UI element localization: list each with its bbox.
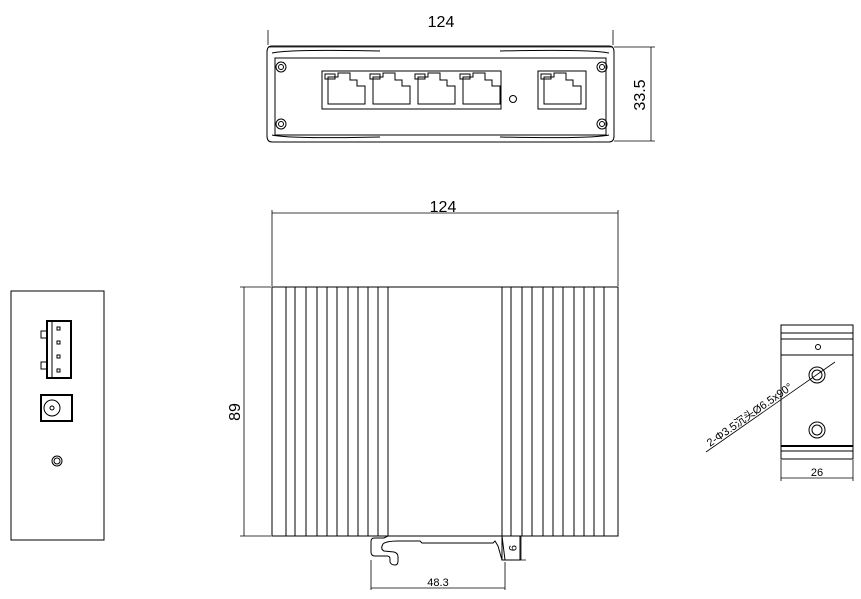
terminal-tab bbox=[40, 361, 48, 370]
front-width-dimension-line bbox=[267, 30, 614, 48]
screw-icon bbox=[275, 61, 287, 73]
screw-icon bbox=[596, 118, 608, 130]
side-view: 124 89 48.3 9 bbox=[227, 199, 619, 590]
ethernet-ports bbox=[324, 72, 582, 105]
din-width-dimension-line bbox=[370, 560, 506, 590]
screw-holes bbox=[275, 61, 608, 130]
din-rail-clip bbox=[370, 535, 506, 566]
front-bottom-ribs bbox=[271, 134, 610, 139]
front-height-dimension-line bbox=[614, 46, 655, 142]
ethernet-port-icon bbox=[417, 72, 456, 105]
din-height-dimension-line bbox=[520, 535, 526, 561]
side-height-dimension-line bbox=[240, 286, 271, 537]
ground-led bbox=[51, 455, 63, 467]
front-housing-outline bbox=[266, 45, 615, 143]
port-block-1x bbox=[537, 70, 587, 110]
port-block-4x bbox=[321, 70, 502, 110]
terminal-tab bbox=[40, 330, 48, 339]
side-height-label: 89 bbox=[227, 403, 244, 421]
countersunk-hole bbox=[808, 421, 826, 439]
heatsink-fins bbox=[285, 287, 605, 536]
side-length-label: 124 bbox=[430, 199, 457, 216]
rear-width-dimension-line bbox=[780, 460, 854, 481]
ethernet-port-icon bbox=[372, 72, 411, 105]
end-panel-outline bbox=[10, 290, 105, 541]
port-led bbox=[414, 73, 426, 80]
port-led bbox=[324, 73, 336, 80]
hole-leader-line bbox=[705, 361, 836, 453]
side-length-dimension-line bbox=[271, 210, 619, 286]
din-width-label: 48.3 bbox=[427, 577, 448, 589]
front-top-ribs bbox=[271, 49, 610, 54]
hole-note-label: 2-Φ3.5沉头Ø6.5x90° bbox=[704, 380, 795, 449]
side-housing-outline bbox=[271, 286, 619, 537]
front-panel bbox=[274, 57, 607, 136]
ethernet-port-icon bbox=[462, 72, 501, 105]
ethernet-port-icon bbox=[327, 72, 366, 105]
port-led bbox=[459, 73, 471, 80]
din-height-label: 9 bbox=[506, 545, 518, 551]
power-end-view bbox=[10, 290, 105, 541]
terminal-block bbox=[46, 320, 72, 379]
small-hole bbox=[815, 344, 821, 350]
front-width-label: 124 bbox=[428, 14, 455, 31]
rear-view: 2-Φ3.5沉头Ø6.5x90° 26 bbox=[704, 324, 854, 481]
led-indicator bbox=[509, 95, 517, 103]
screw-icon bbox=[275, 118, 287, 130]
din-clip-tab bbox=[501, 535, 521, 561]
dc-jack bbox=[40, 394, 73, 422]
front-view: 124 33.5 bbox=[266, 14, 655, 143]
screw-icon bbox=[596, 61, 608, 73]
rear-panel-outline bbox=[780, 324, 854, 460]
countersunk-hole bbox=[808, 366, 826, 384]
front-height-label: 33.5 bbox=[632, 79, 649, 110]
port-led bbox=[540, 73, 552, 80]
port-led bbox=[369, 73, 381, 80]
ethernet-port-icon bbox=[543, 72, 582, 105]
rear-width-label: 26 bbox=[811, 467, 823, 479]
